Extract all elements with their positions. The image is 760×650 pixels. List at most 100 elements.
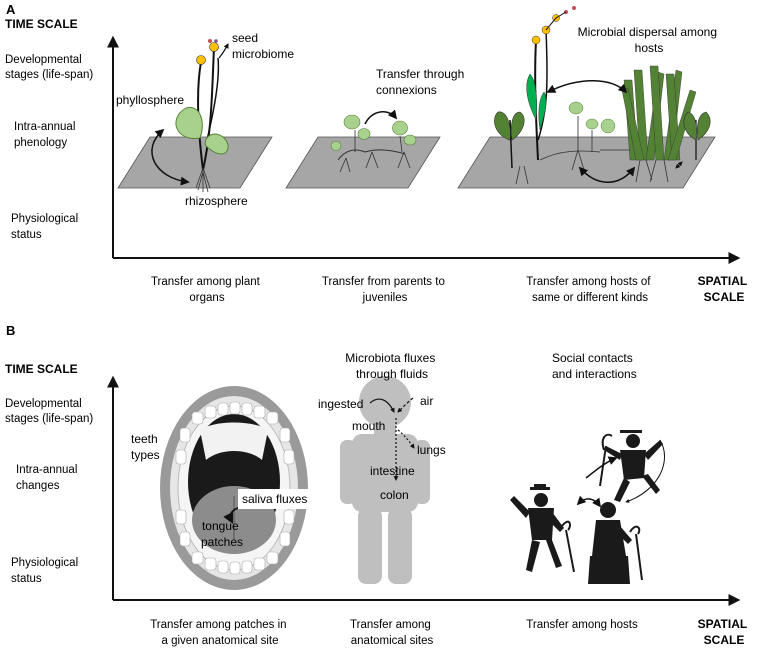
panel-a-y-level-2: Intra-annual phenology [14, 121, 79, 149]
seed-microbe-1 [208, 39, 212, 43]
ingested-label: ingested [318, 397, 363, 411]
leaf-lower [204, 133, 229, 155]
dispersal-line-1: Microbial dispersal among [578, 25, 717, 39]
panel-a-y-level-1-line-2: stages (life-span) [5, 69, 93, 81]
panel-a-x-category-1-line-1: Transfer among plant [151, 276, 261, 288]
seed-label-line-2: microbiome [232, 47, 294, 61]
fluids-title-line-2: through fluids [356, 367, 428, 381]
colon-label: colon [380, 488, 409, 502]
connexions-line-1: Transfer through [376, 67, 464, 81]
hosts-group [494, 6, 711, 185]
panel-a-y-level-2-line-1: Intra-annual [14, 121, 75, 133]
panel-b-x-axis-title: SPATIAL SCALE [698, 617, 751, 647]
panel-a-letter: A [6, 2, 16, 17]
phyllosphere-label: phyllosphere [116, 93, 184, 107]
panel-a-y-level-3-line-1: Physiological [11, 213, 78, 225]
panel-a-x-category-2: Transfer from parents to juveniles [322, 276, 448, 304]
panel-b-x-category-1: Transfer among patches in a given anatom… [150, 619, 290, 647]
panel-b-x-category-2: Transfer among anatomical sites [350, 619, 434, 647]
panel-b-x-category-1-line-1: Transfer among patches in [150, 619, 286, 631]
panel-a-y-level-3: Physiological status [11, 213, 81, 241]
tongue-line-2: patches [201, 535, 243, 549]
social-line-1: Social contacts [552, 351, 633, 365]
tongue-line-1: tongue [202, 519, 239, 533]
panel-a: A TIME SCALE Developmental stages (life-… [5, 2, 751, 304]
social-arrow-2 [585, 456, 618, 479]
panel-a-y-level-2-line-2: phenology [14, 137, 67, 149]
panel-a-x-category-2-line-1: Transfer from parents to [322, 276, 445, 288]
panel-a-x-axis-title: SPATIAL SCALE [698, 274, 751, 304]
panel-a-x-axis-title-line-2: SCALE [704, 290, 745, 304]
social-arrow-3 [625, 439, 665, 503]
seed-1 [196, 55, 206, 65]
intestine-label: intestine [370, 464, 415, 478]
panel-b-y-level-1-line-1: Developmental [5, 398, 82, 410]
fluids-title: Microbiota fluxes through fluids [345, 351, 438, 381]
panel-a-x-category-3: Transfer among hosts of same or differen… [526, 276, 653, 304]
panel-a-x-category-1: Transfer among plant organs [151, 276, 263, 304]
connexion-arrow [364, 109, 398, 125]
panel-a-x-axis-title-line-1: SPATIAL [698, 274, 747, 288]
tongue-patches-label: tongue patches [201, 519, 243, 549]
panel-b-y-level-1: Developmental stages (life-span) [5, 398, 93, 425]
panel-b-y-level-2-line-2: changes [16, 480, 60, 492]
panel-a-y-level-3-line-2: status [11, 229, 42, 241]
plant-1 [151, 39, 229, 193]
panel-a-x-category-3-line-2: same or different kinds [532, 292, 648, 304]
ground-plane-1 [117, 136, 273, 189]
connexions-label: Transfer through connexions [376, 67, 468, 97]
dispersal-label: Microbial dispersal among hosts [578, 25, 721, 55]
teeth-line-2: types [131, 448, 160, 462]
panel-b-y-axis-title: TIME SCALE [5, 362, 78, 376]
ground-plane-2 [285, 136, 441, 189]
panel-b-y-level-3-line-2: status [11, 573, 42, 585]
panel-b-letter: B [6, 323, 15, 338]
seagrass [621, 65, 697, 183]
panel-a-y-axis-title: TIME SCALE [5, 17, 78, 31]
seed-microbe-2 [214, 39, 218, 43]
connexions-line-2: connexions [376, 83, 437, 97]
panel-a-y-level-1: Developmental stages (life-span) [5, 54, 93, 81]
air-label: air [420, 394, 433, 408]
rhizosphere-label: rhizosphere [185, 194, 248, 208]
social-line-2: and interactions [552, 367, 637, 381]
seed-arrow [218, 43, 229, 59]
panel-b-x-axis-title-line-2: SCALE [704, 633, 745, 647]
dispersal-arrow-bottom [578, 166, 636, 183]
juvenile-plants [330, 109, 417, 173]
seed-2 [209, 42, 219, 52]
social-arrow-1 [576, 495, 602, 508]
panel-b-y-level-1-line-2: stages (life-span) [5, 413, 93, 425]
panel-b-y-level-2-line-1: Intra-annual [16, 464, 77, 476]
panel-b-y-level-3: Physiological status [11, 557, 81, 585]
phyllosphere-leaf [175, 106, 203, 139]
panel-a-x-category-2-line-2: juveniles [362, 292, 408, 304]
teeth-line-1: teeth [131, 432, 158, 446]
mouth-label: mouth [352, 419, 385, 433]
phyllo-rhizo-arrow [151, 128, 190, 186]
panel-a-x-category-3-line-1: Transfer among hosts of [526, 276, 651, 288]
saliva-label-box [238, 489, 320, 509]
panel-b-x-axis-title-line-1: SPATIAL [698, 617, 747, 631]
fluids-title-line-1: Microbiota fluxes [345, 351, 435, 365]
lungs-label: lungs [417, 443, 446, 457]
dispersal-arrow-top [546, 80, 628, 94]
panel-b-y-level-2: Intra-annual changes [16, 464, 81, 492]
open-mouth-illustration [160, 386, 308, 590]
dispersal-line-2: hosts [635, 41, 664, 55]
people-illustration [510, 430, 665, 584]
panel-a-x-category-1-line-2: organs [189, 292, 224, 304]
panel-b-x-category-2-line-1: Transfer among [350, 619, 431, 631]
panel-a-y-level-1-line-1: Developmental [5, 54, 82, 66]
saliva-fluxes-label: saliva fluxes [242, 492, 307, 506]
panel-b: B TIME SCALE Developmental stages (life-… [5, 323, 751, 647]
social-label: Social contacts and interactions [552, 351, 637, 381]
human-body-illustration [340, 376, 430, 584]
panel-b-x-category-1-line-2: a given anatomical site [162, 635, 279, 647]
panel-b-y-level-3-line-1: Physiological [11, 557, 78, 569]
panel-b-x-category-2-line-2: anatomical sites [351, 635, 434, 647]
seed-microbiome-label: seed microbiome [232, 31, 294, 61]
teeth-types-label: teeth types [131, 432, 161, 462]
seed-label-line-1: seed [232, 31, 258, 45]
